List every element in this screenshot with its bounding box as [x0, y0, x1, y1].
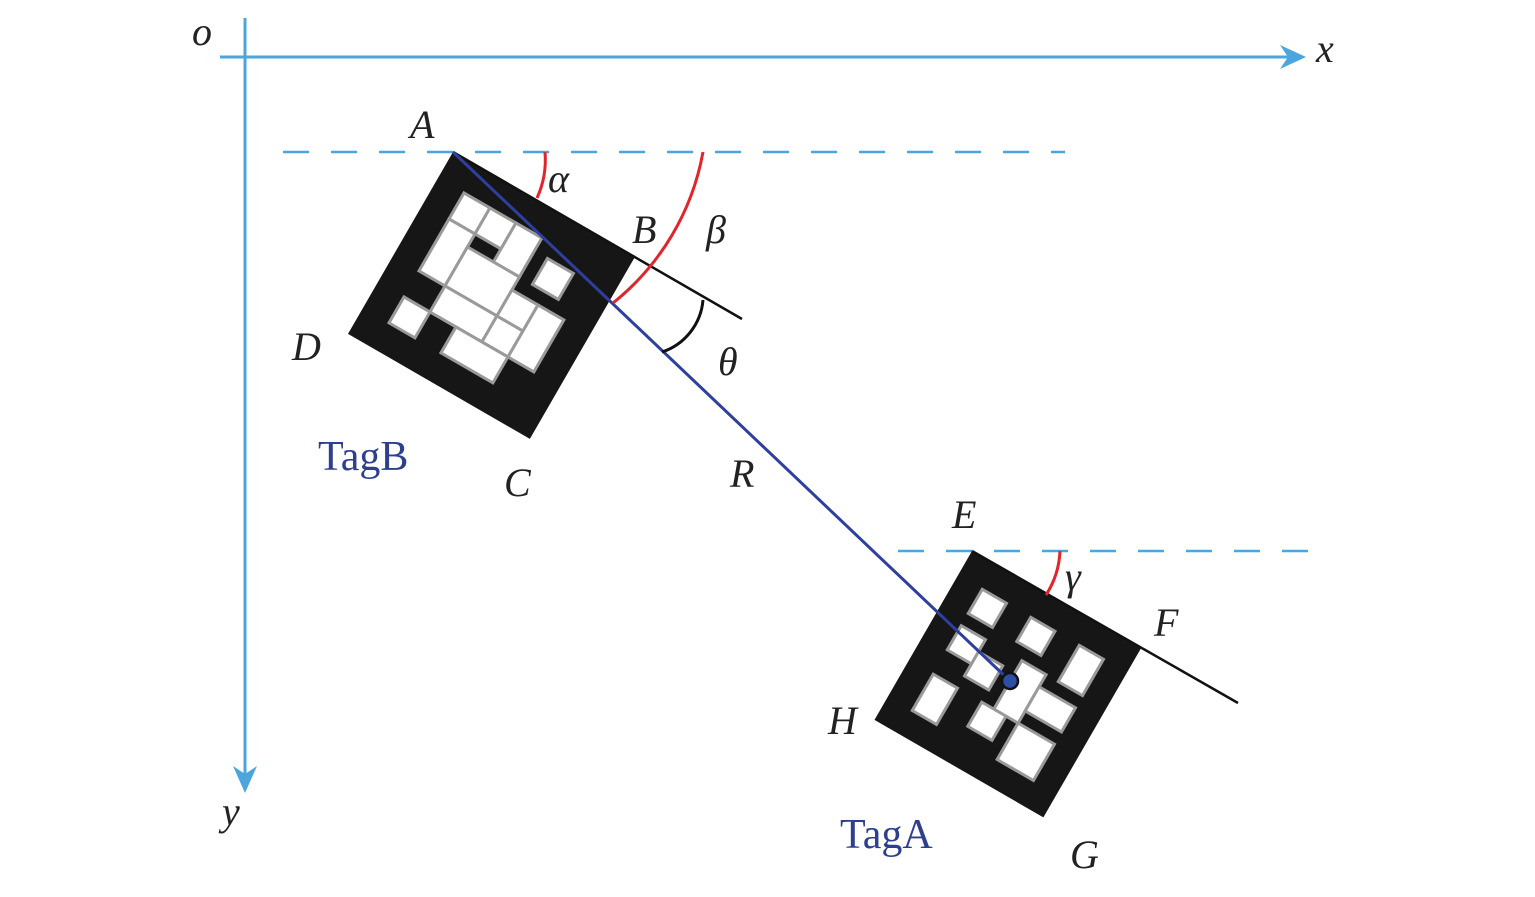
tag-b-pattern: [386, 190, 576, 385]
origin-label: o: [192, 9, 212, 54]
angle-theta-arc: [661, 299, 705, 354]
tag-a-label: TagA: [840, 812, 933, 858]
point-label-f: F: [1153, 600, 1179, 645]
tag-a-pattern: [910, 587, 1106, 783]
point-label-g: G: [1070, 832, 1099, 877]
angle-alpha-arc: [535, 151, 547, 199]
angle-label-alpha: α: [548, 156, 570, 201]
angle-label-gamma: γ: [1065, 554, 1082, 599]
point-label-d: D: [291, 324, 321, 369]
angle-beta-arc: [612, 151, 705, 305]
y-axis-label: y: [218, 789, 240, 834]
distance-label-r: R: [729, 451, 754, 496]
point-label-e: E: [951, 492, 976, 537]
angle-gamma-arc: [1044, 550, 1062, 596]
tag-b-marker: [348, 152, 635, 439]
angle-label-theta: θ: [718, 339, 738, 384]
x-axis-label: x: [1315, 26, 1334, 71]
y-axis-arrowhead: [233, 766, 257, 793]
coordinate-axes: o x y: [192, 9, 1334, 834]
tag-a-center-point: [1000, 671, 1020, 691]
tag-a-edge-extension: [971, 549, 1239, 705]
point-label-h: H: [827, 698, 859, 743]
x-axis-arrowhead: [1280, 45, 1306, 69]
point-label-a: A: [407, 102, 435, 147]
point-label-c: C: [504, 460, 532, 505]
angle-label-beta: β: [705, 207, 726, 252]
tag-b-label: TagB: [318, 434, 408, 480]
point-label-b: B: [632, 207, 656, 252]
tag-b-edge-extension: [452, 150, 743, 321]
connector-line-r: [451, 150, 1012, 683]
